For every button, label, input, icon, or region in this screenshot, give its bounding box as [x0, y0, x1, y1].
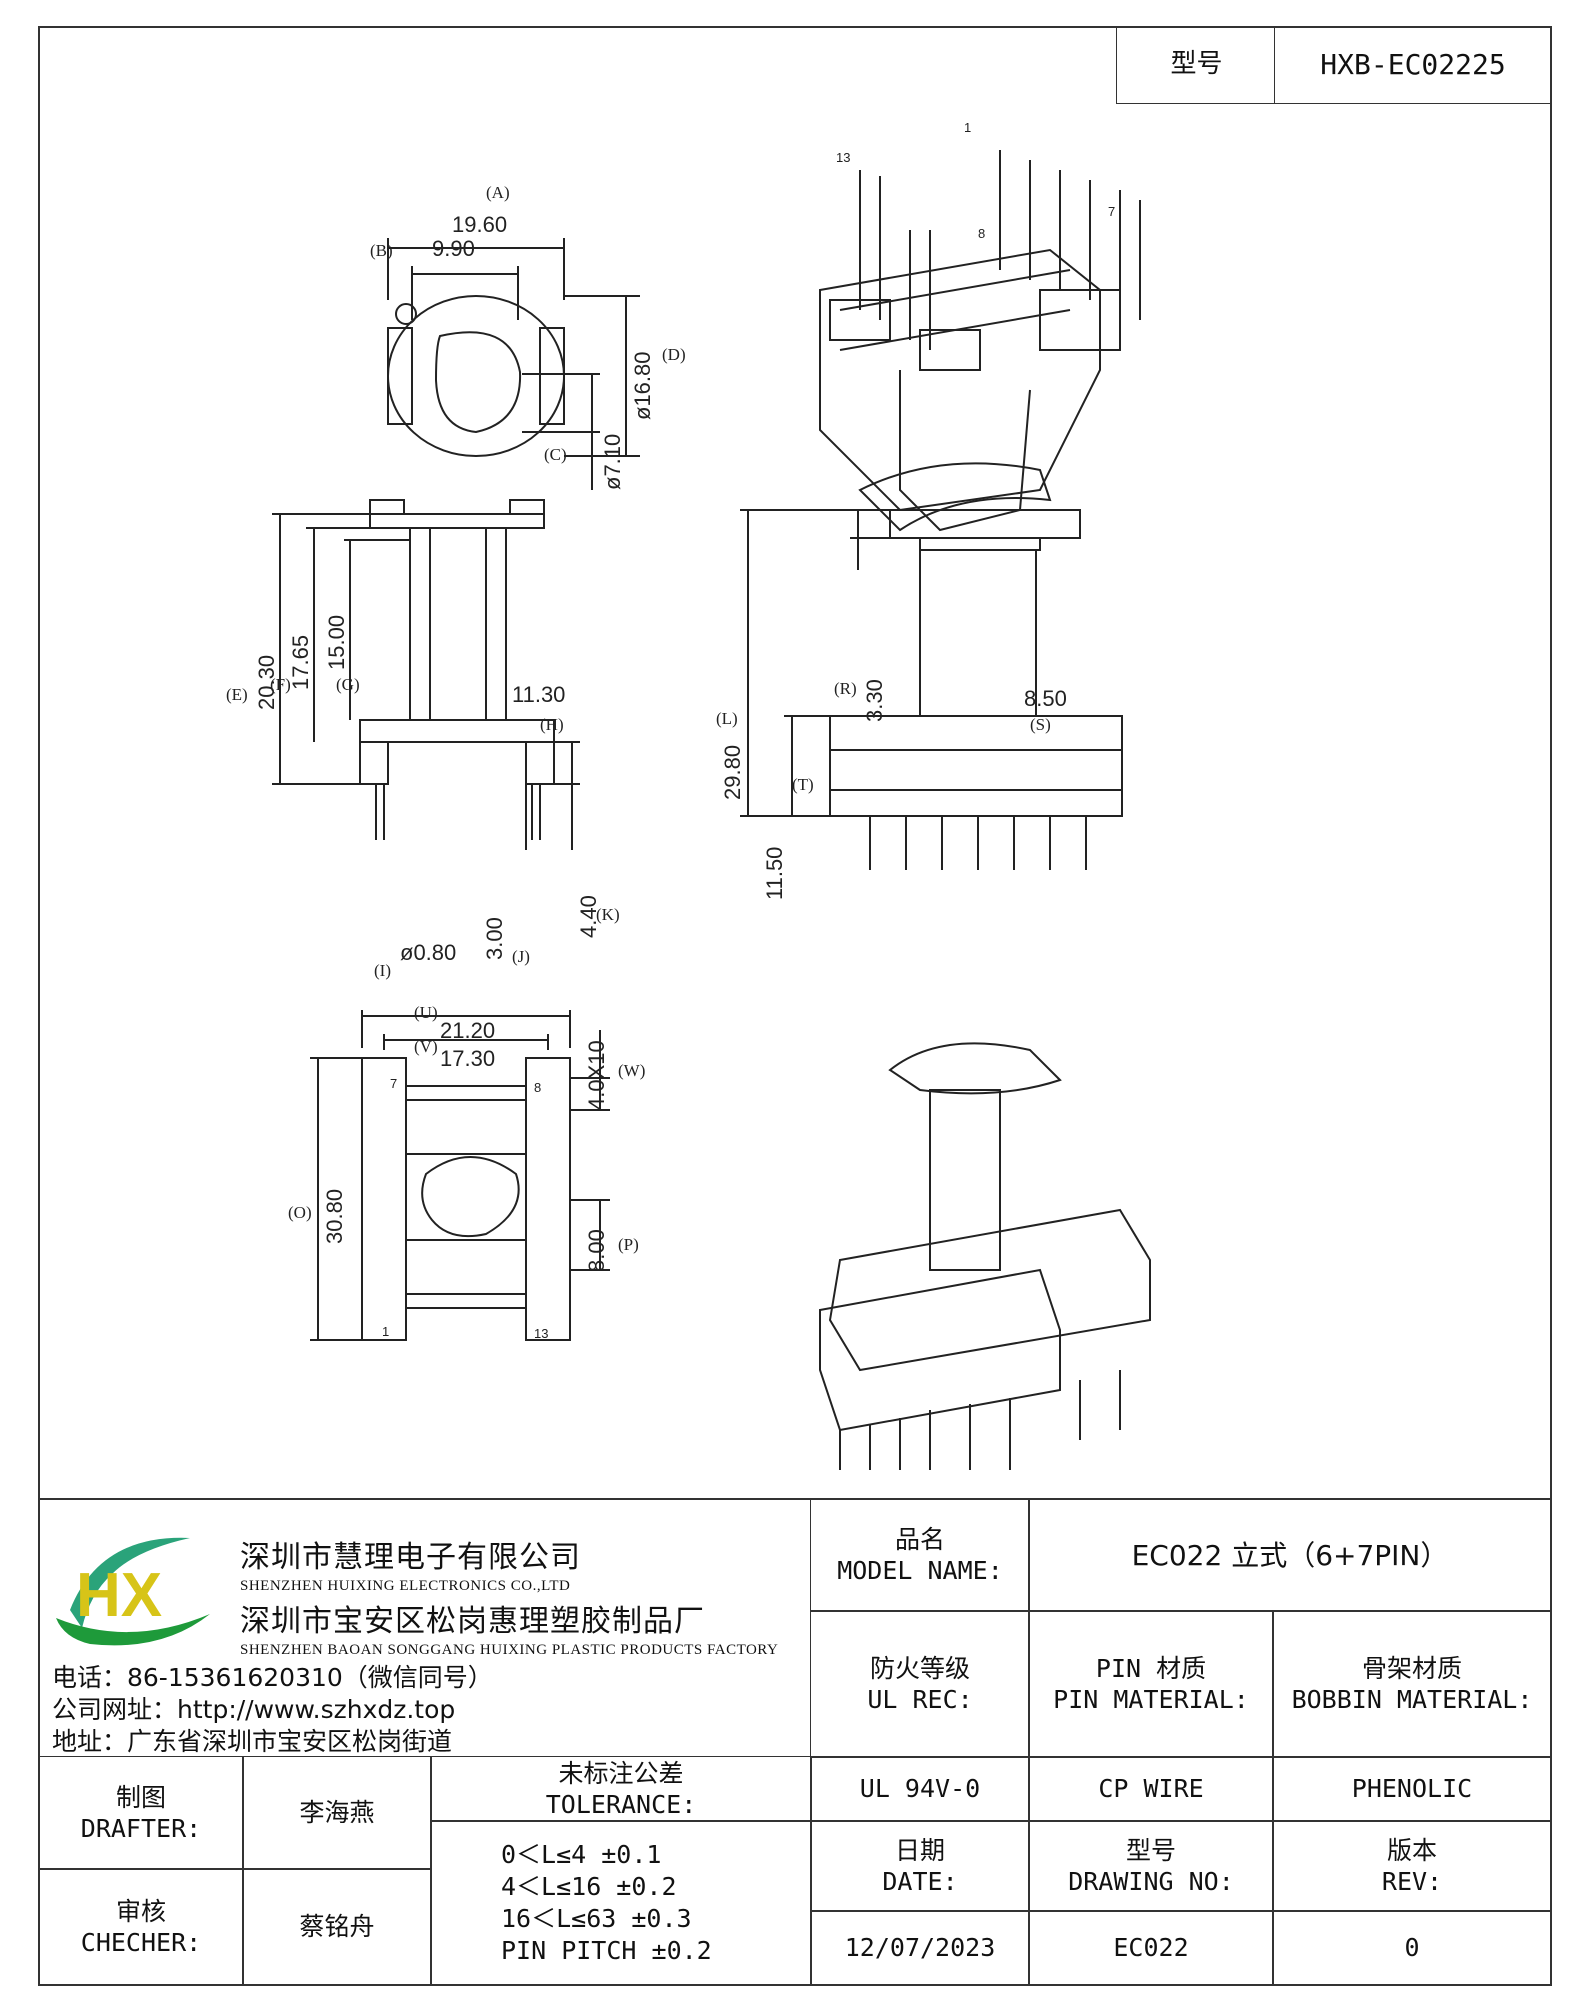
side-view	[740, 509, 1123, 870]
company-website: 公司网址：http://www.szhxdz.top	[52, 1695, 456, 1724]
svg-text:(L): (L)	[716, 709, 738, 728]
svg-text:(V): (V)	[414, 1037, 438, 1056]
rev-value: 0	[1272, 1910, 1552, 1986]
svg-text:(D): (D)	[662, 345, 686, 364]
factory-name-en: SHENZHEN BAOAN SONGGANG HUIXING PLASTIC …	[240, 1642, 779, 1658]
tolerance-line: PIN PITCH ±0.2	[501, 1936, 712, 1965]
header-model-value: HXB-EC02225	[1274, 26, 1552, 104]
svg-text:29.80: 29.80	[720, 745, 745, 800]
svg-text:(U): (U)	[414, 1003, 438, 1022]
svg-text:(F): (F)	[270, 675, 291, 694]
svg-text:ø16.80: ø16.80	[630, 352, 655, 421]
factory-name-cn: 深圳市宝安区松岗惠理塑胶制品厂	[240, 1604, 705, 1639]
svg-text:4.40: 4.40	[576, 895, 601, 938]
svg-text:7: 7	[390, 1076, 397, 1091]
svg-text:(R): (R)	[834, 679, 857, 698]
svg-text:11.30: 11.30	[512, 682, 565, 707]
svg-text:(A): (A)	[486, 183, 510, 202]
svg-text:(J): (J)	[512, 947, 530, 966]
svg-text:30.80: 30.80	[322, 1189, 347, 1244]
svg-text:(I): (I)	[374, 961, 391, 980]
svg-text:ø7.10: ø7.10	[600, 434, 625, 490]
iso-view-bottom	[819, 1042, 1151, 1470]
company-phone: 电话：86-15361620310（微信同号）	[52, 1663, 493, 1692]
svg-text:(B): (B)	[370, 241, 393, 260]
svg-text:(K): (K)	[596, 905, 620, 924]
technical-drawing: (A) 19.60 (B) 9.90 ø16.80 (D) ø7.10 (C) …	[226, 120, 1151, 1470]
svg-text:1: 1	[382, 1324, 389, 1339]
svg-text:3.30: 3.30	[862, 679, 887, 722]
svg-text:8: 8	[534, 1080, 541, 1095]
svg-text:17.65: 17.65	[288, 635, 313, 690]
tolerance-line: 4＜L≤16 ±0.2	[501, 1872, 677, 1901]
svg-text:1: 1	[964, 120, 971, 135]
svg-text:8.50: 8.50	[1024, 686, 1067, 711]
svg-text:8: 8	[978, 226, 985, 241]
company-name-cn: 深圳市慧理电子有限公司	[240, 1540, 581, 1575]
tolerance-table: 0＜L≤4 ±0.1 4＜L≤16 ±0.2 16＜L≤63 ±0.3 PIN …	[430, 1820, 812, 1986]
bobbin-material-value: PHENOLIC	[1272, 1756, 1552, 1822]
svg-text:21.20: 21.20	[440, 1018, 495, 1043]
svg-text:8.00: 8.00	[584, 1229, 609, 1272]
company-logo: HX	[56, 1537, 210, 1646]
svg-text:4.0X10: 4.0X10	[584, 1040, 609, 1110]
ul-rec-value: UL 94V-0	[810, 1756, 1030, 1822]
svg-text:HX: HX	[76, 1561, 162, 1630]
svg-text:19.60: 19.60	[452, 212, 507, 237]
title-block-top-rule	[38, 1498, 1552, 1500]
svg-text:7: 7	[1108, 204, 1115, 219]
company-address: 地址：广东省深圳市宝安区松岗街道	[52, 1727, 453, 1756]
company-block: HX 深圳市慧理电子有限公司 SHENZHEN HUIXING ELECTRON…	[40, 1502, 810, 1762]
side-view-pins	[869, 816, 1087, 870]
svg-text:(P): (P)	[618, 1235, 639, 1254]
svg-text:15.00: 15.00	[324, 615, 349, 670]
drawing-no-value: EC022	[1028, 1910, 1274, 1986]
svg-text:17.30: 17.30	[440, 1046, 495, 1071]
svg-text:3.00: 3.00	[482, 917, 507, 960]
svg-text:13: 13	[534, 1326, 548, 1341]
svg-text:(T): (T)	[792, 775, 814, 794]
svg-text:(E): (E)	[226, 685, 248, 704]
front-view	[272, 499, 580, 850]
svg-text:(O): (O)	[288, 1203, 312, 1222]
tolerance-line: 0＜L≤4 ±0.1	[501, 1840, 662, 1869]
company-name-en: SHENZHEN HUIXING ELECTRONICS CO.,LTD	[240, 1578, 571, 1594]
checker-name: 蔡铭舟	[242, 1868, 432, 1986]
svg-text:(H): (H)	[540, 715, 564, 734]
tolerance-line: 16＜L≤63 ±0.3	[501, 1904, 692, 1933]
svg-text:ø0.80: ø0.80	[400, 940, 456, 965]
iso-view-top	[819, 150, 1141, 532]
svg-text:(S): (S)	[1030, 715, 1051, 734]
header-model-label: 型号	[1116, 26, 1276, 104]
svg-text:(W): (W)	[618, 1061, 645, 1080]
svg-text:(C): (C)	[544, 445, 567, 464]
svg-text:11.50: 11.50	[762, 847, 787, 900]
date-value: 12/07/2023	[810, 1910, 1030, 1986]
bottom-view	[310, 1010, 610, 1341]
model-name-value: EC022 立式（6+7PIN）	[1028, 1498, 1552, 1612]
svg-text:20.30: 20.30	[254, 655, 279, 710]
svg-text:(G): (G)	[336, 675, 360, 694]
drafter-name: 李海燕	[242, 1756, 432, 1870]
top-view	[387, 238, 640, 490]
svg-text:13: 13	[836, 150, 850, 165]
svg-text:9.90: 9.90	[432, 236, 475, 261]
pin-material-value: CP WIRE	[1028, 1756, 1274, 1822]
